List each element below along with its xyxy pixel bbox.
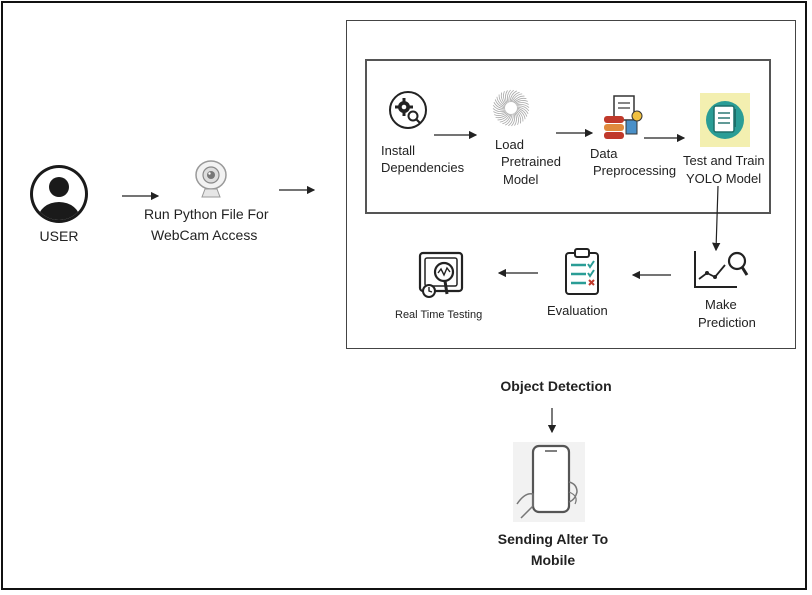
network-burst-icon — [492, 89, 530, 127]
data-label-line1: Data — [590, 146, 618, 161]
database-document-icon — [604, 95, 643, 139]
mobile-label-line2: Mobile — [530, 552, 576, 568]
chart-search-icon — [694, 251, 749, 288]
monitor-search-icon — [418, 251, 464, 298]
train-label-line1: Test and Train — [683, 153, 765, 168]
evaluation-label: Evaluation — [547, 303, 608, 318]
predict-label-line2: Prediction — [698, 315, 756, 330]
load-label-line3: Model — [503, 172, 539, 187]
user-label: USER — [39, 228, 79, 244]
mobile-label-line1: Sending Alter To — [497, 531, 609, 547]
object-detection-label: Object Detection — [500, 378, 612, 394]
load-label-line2: Pretrained — [501, 154, 561, 169]
webcam-label-line2: WebCam Access — [151, 227, 258, 243]
load-label-line1: Load — [495, 137, 524, 152]
clipboard-check-icon — [565, 248, 599, 295]
gears-icon — [389, 91, 427, 129]
user-icon — [30, 165, 88, 223]
arrow-train-to-predict — [712, 185, 721, 252]
install-label-line2: Dependencies — [381, 160, 465, 175]
data-label-line2: Preprocessing — [593, 163, 677, 178]
realtime-label: Real Time Testing — [395, 309, 483, 321]
train-label-line2: YOLO Model — [686, 171, 762, 186]
predict-label-line1: Make — [705, 297, 737, 312]
webcam-icon — [195, 160, 227, 198]
webcam-label-line1: Run Python File For — [144, 206, 269, 222]
install-label-line1: Install — [381, 143, 415, 158]
pipeline-outer-box — [346, 20, 796, 349]
mobile-phone-icon — [513, 442, 585, 522]
pipeline-inner-box — [365, 59, 771, 214]
document-checklist-icon — [700, 93, 750, 147]
